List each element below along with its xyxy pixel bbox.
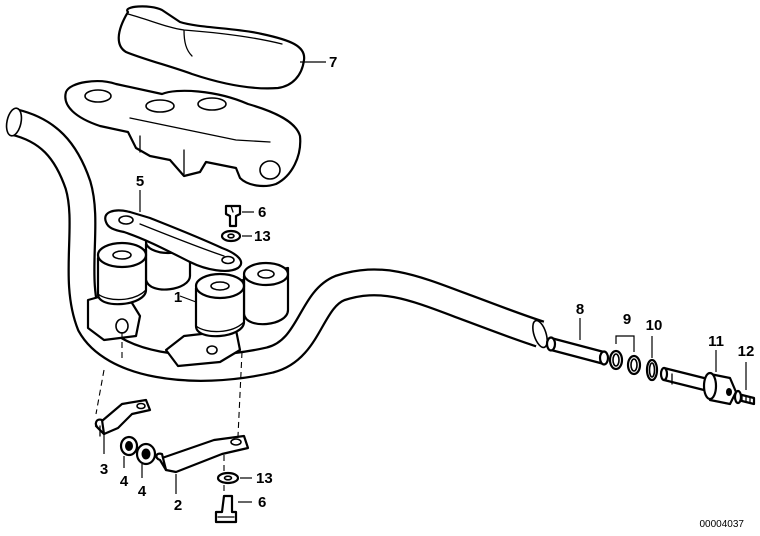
part-2-right-clamp [155,434,250,474]
label-9: 9 [623,311,631,328]
part-9-ring-1 [608,349,624,371]
part-6-upper-bolt [224,204,242,228]
part-11-bar-end-weight [659,366,738,406]
label-2: 2 [174,497,182,514]
label-3: 3 [100,461,108,478]
label-1: 1 [174,289,182,306]
handlebar-tube [5,107,548,382]
part-9-ring-2 [626,354,642,376]
label-11: 11 [708,333,724,350]
part-4-spacer-1 [119,435,139,457]
drawing-number: 00004037 [700,519,745,530]
part-6-lower-bolt [214,494,238,524]
part-8-sleeve [545,336,610,366]
label-13-lower: 13 [256,470,273,487]
leader-lines [103,61,747,503]
part-7-top-cover [117,5,306,90]
part-13-lower-washer [216,471,240,485]
part-5-top-plate [104,209,243,272]
label-12: 12 [738,343,755,360]
label-8: 8 [576,301,584,318]
label-5: 5 [136,173,144,190]
label-6-lower: 6 [258,494,266,511]
label-4-first: 4 [120,473,129,490]
label-10: 10 [646,317,663,334]
label-4-second: 4 [138,483,147,500]
part-3-left-clamp [94,398,152,437]
part-4-spacer-2 [135,442,157,466]
part-10-circlip [645,358,659,382]
label-13-upper: 13 [254,228,271,245]
part-13-upper-washer [220,229,242,243]
reference-labels: 1 2 3 4 4 5 6 6 7 8 9 10 11 12 13 13 [100,54,755,514]
label-7: 7 [329,54,337,71]
part-12-screw [733,389,756,406]
lower-bracket-right [164,328,242,368]
label-6-upper: 6 [258,204,266,221]
upper-fork-bridge [64,80,302,188]
